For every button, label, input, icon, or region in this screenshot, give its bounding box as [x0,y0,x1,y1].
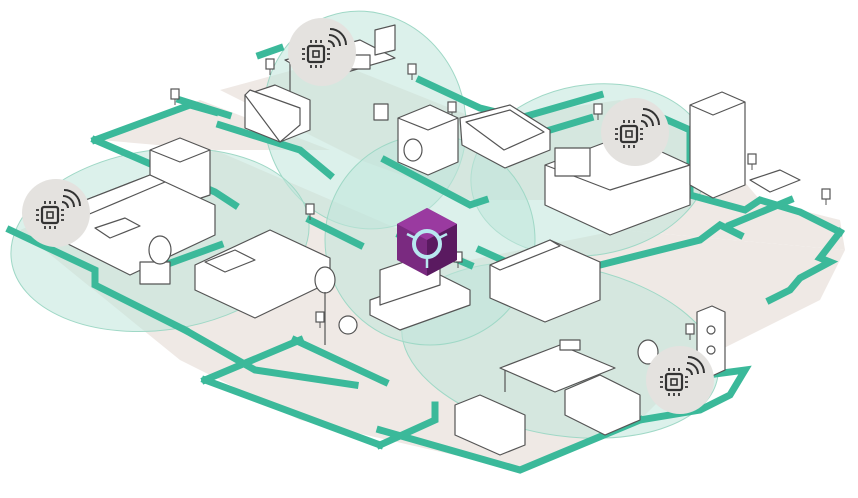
bathtub [459,104,551,169]
table-lamp [637,339,659,365]
sink [749,169,801,193]
cube-hub-icon [397,208,457,276]
plant [338,315,358,335]
refrigerator [689,91,746,199]
armchair-right [564,374,641,436]
sensor-node-living-room[interactable] [644,344,716,416]
sofa [489,239,601,323]
bedside-lamp [139,235,172,285]
office-armchair [244,84,311,143]
central-hub[interactable] [397,208,457,276]
single-bed [194,229,331,319]
washing-machine [397,104,459,176]
wastebasket [373,103,389,121]
sensor-node-bedroom[interactable] [20,177,92,249]
floor-lamp [314,266,336,345]
sensor-node-office[interactable] [286,16,358,88]
armchair-left [454,394,526,456]
coffee-table [499,339,616,393]
sensor-node-kitchen[interactable] [599,96,671,168]
furniture [59,24,801,456]
